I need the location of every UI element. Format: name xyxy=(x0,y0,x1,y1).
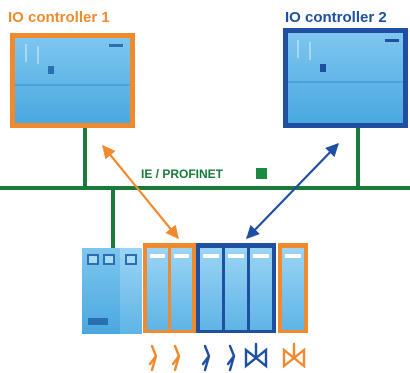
network-label: IE / PROFINET xyxy=(141,167,224,181)
power-module-port-inner xyxy=(127,256,135,263)
module-label xyxy=(285,254,301,258)
orange-switch-icon xyxy=(171,344,181,372)
io-module xyxy=(147,248,168,330)
blue-io-modules xyxy=(196,243,276,333)
controller-2-title: IO controller 2 xyxy=(285,9,387,26)
blue-switch-icon xyxy=(226,344,236,372)
io-module xyxy=(282,248,304,330)
module-label xyxy=(150,254,165,258)
controller-2-led xyxy=(385,39,399,42)
controller-1-face xyxy=(15,38,130,123)
module-label xyxy=(253,254,269,258)
orange-switch-icon xyxy=(148,344,158,372)
controller-1-title: IO controller 1 xyxy=(8,9,110,26)
port-1-inner xyxy=(89,256,97,263)
controller-1-connection-arrow xyxy=(102,144,179,240)
module-label xyxy=(203,254,219,258)
io-module xyxy=(171,248,192,330)
controller-1 xyxy=(10,33,135,128)
controller-2-port xyxy=(320,64,326,72)
field-devices xyxy=(148,342,306,372)
network-marker-square xyxy=(256,168,267,179)
module-label xyxy=(228,254,244,258)
orange-valve-icon xyxy=(282,347,306,369)
controller-2-face xyxy=(288,33,403,123)
controller-1-port xyxy=(48,66,54,74)
terminal-strip xyxy=(88,318,108,325)
io-module xyxy=(225,248,247,330)
orange-io-modules xyxy=(143,243,196,333)
module-label xyxy=(174,254,189,258)
port-2-inner xyxy=(105,256,113,263)
orange-io-module-2 xyxy=(278,243,308,333)
io-device-interface xyxy=(82,248,142,334)
controller-2-connection-arrow xyxy=(246,143,339,239)
io-module xyxy=(200,248,222,330)
power-module xyxy=(120,248,142,334)
blue-switch-icon xyxy=(201,344,211,372)
blue-valve-icon xyxy=(244,347,268,369)
controller-1-led xyxy=(109,44,123,47)
controller-2 xyxy=(283,28,408,128)
io-module xyxy=(250,248,272,330)
